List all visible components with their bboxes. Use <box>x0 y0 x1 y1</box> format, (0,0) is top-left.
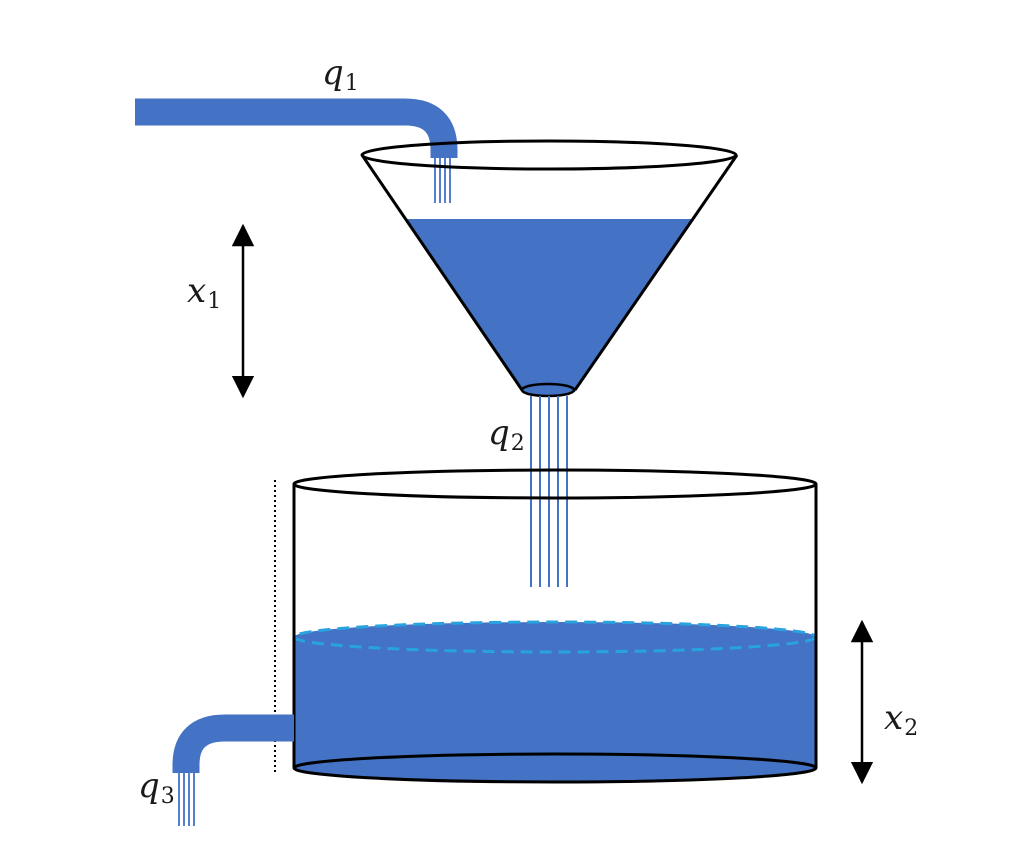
funnel-rim <box>360 139 738 171</box>
cylinder-top-rim <box>292 468 818 500</box>
funnel-water <box>407 219 693 392</box>
outlet-stream-q3 <box>178 773 195 826</box>
label-x1: x1 <box>187 271 221 314</box>
cylinder-bottom <box>292 752 818 784</box>
label-q2: q2 <box>488 413 525 456</box>
label-q3: q3 <box>138 766 175 809</box>
cylinder-water <box>294 622 816 782</box>
funnel-outlet <box>520 382 576 398</box>
outlet-pipe <box>172 714 294 779</box>
label-x2: x2 <box>884 698 918 741</box>
outlet-stream-q2 <box>530 396 568 587</box>
inlet-pipe <box>135 98 458 164</box>
label-q1: q1 <box>322 53 359 96</box>
funnel-tank-outline <box>360 154 739 391</box>
